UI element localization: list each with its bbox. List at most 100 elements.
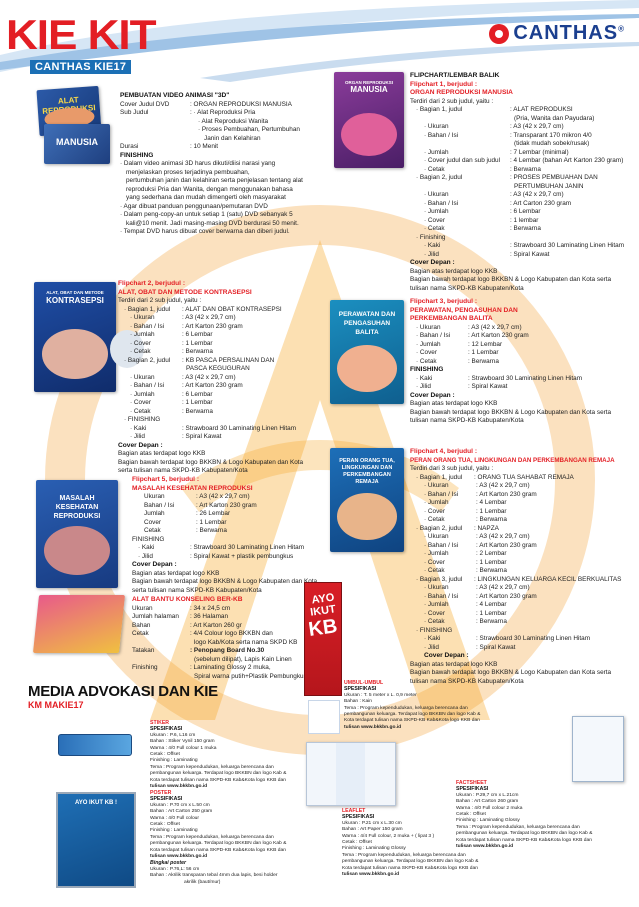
flipchart-5-cover-image: MASALAH KESEHATAN REPRODUKSI [36,480,118,588]
f4c-size-label: · Ukuran [424,584,449,591]
f4-part3-value: : LINGKUNGAN KELUARGA KECIL BERKUALITAS [474,575,622,583]
f4-part2-label: · Bagian 2, judul [416,524,463,532]
f4b-material-value: : Art Karton 230 gram [476,541,537,549]
f1b-material-value: : Art Carton 230 gram [510,199,572,207]
f3-size-label: · Ukuran [416,323,441,331]
f1-material-value-2: (tidak mudah sobek/rusak) [514,140,590,147]
dvd-fin-2: menjelaskan proses terjadinya pembuahan, [126,168,250,176]
dvd-sub-1: : · Alat Reproduksi Pria [190,109,256,116]
dvd-fin-3: pertumbuhan janin dan kelahiran serta pe… [126,177,303,184]
flipchart-2-heading: Flipchart 2, berjudul : [118,280,186,287]
board-finishing-value-2: Spiral warna putih+Plastik Pembungkus [194,672,307,680]
sticker-line-2: Bahan : Stiker Vynil 150 gram [150,739,215,745]
f4a-cover-value: : 1 Lembar [476,507,507,515]
f1-cover-value: : 4 Lembar (bahan Art Karton 230 gram) [510,157,624,164]
f4c-cover-value: : 1 Lembar [476,609,507,617]
board-material-value: : Art Karton 260 gr [190,621,242,629]
leaflet-heading: LEAFLET [342,808,366,814]
poster-frame-heading: Bingkai poster [150,860,187,867]
f5-size-value: : A3 (42 x 29,7 cm) [196,493,250,500]
f1-binding-value: : Spiral Kawat [510,250,550,258]
f4a-print-label: · Cetak [424,516,445,523]
f3-front-cover-heading: Cover Depan : [410,391,455,399]
umbul-spec: UMBUL-UMBUL SPESIFIKASI Ukuran : T. 5 me… [344,680,544,731]
sticker-line-5: Finishing : Laminating [150,758,198,764]
f4-front-cover-1: Bagian atas terdapat logo KKB [410,660,498,668]
flipchart-2-part1-label: · Bagian 1, judul [124,305,171,313]
umbul-line-5: Kota terdapat tulisan nama SKPD-KB Kab&K… [344,718,480,724]
f1-part2-value: : PROSES PEMBUAHAN DAN [510,174,598,181]
f2-stand-value: : Strawboard 30 Laminating Linen Hitam [182,424,297,432]
f1-part1-value: : ALAT REPRODUKSI [510,106,573,113]
f5-binding-label: · Jilid [138,552,153,560]
brand-text: CANTHAS [513,22,619,44]
f4b-count-label: · Jumlah [424,550,449,557]
f3-front-cover-3: tulisan nama SKPD-KB Kabupaten/Kota [410,417,524,424]
f2-size-label: · Ukuran [130,314,155,321]
board-size-value: : 34 x 24,5 cm [190,604,231,612]
umbul-spec-heading: SPESIFIKASI [344,686,377,693]
umbul-logo-image [308,700,340,734]
f3-front-cover-2: Bagian bawah terdapat logo BKKBN & Logo … [410,408,612,416]
f1-cover-label: · Cover judul dan sub judul [424,157,501,164]
factsheet-line-6: Tema : Program kependudukan, keluarga be… [456,824,580,830]
flipchart-1-heading: Flipchart 1, berjudul : [410,80,478,88]
flipchart-1-title: ORGAN REPRODUKSI MANUSIA [410,89,513,96]
f1b-count-value: : 6 Lembar [510,208,541,215]
board-size-label: Ukuran [132,604,153,612]
factsheet-heading: FACTSHEET [456,780,487,786]
factsheet-line-2: Bahan : Art Carton 260 gram [456,799,519,805]
f1b-material-label: · Bahan / Isi [424,199,459,207]
f5-cover-label: Cover [144,518,162,526]
factsheet-line-9: tulisan www.bkkbn.go.id [456,844,514,850]
brand-registered: ® [618,24,625,34]
f4c-cover-label: · Cover [424,609,445,617]
f5-binding-value: : Spiral Kawat + plastik pembungkus [190,552,294,560]
flipchart-4-title: PERAN ORANG TUA, LINGKUNGAN DAN PERKEMBA… [410,456,615,464]
f5-print-value: : Berwarna [196,527,227,534]
leaflet-line-3: Warna : 4/4 Full colour, 2 muka + ( lipa… [342,833,435,839]
f2-front-cover-heading: Cover Depan : [118,441,163,449]
dvd-cover-title-2: MANUSIA [56,137,98,147]
umbul-heading: UMBUL-UMBUL [344,680,384,686]
flipchart-4-cover-image: PERAN ORANG TUA, LINGKUNGAN DAN PERKEMBA… [330,448,404,552]
f5-front-cover-2: Bagian bawah terdapat logo BKKBN & Logo … [132,578,318,585]
umbul-line-3: Tema : Program kependudukan, keluarga be… [344,705,468,711]
f4-part1-value: : ORANG TUA SAHABAT REMAJA [474,473,574,481]
f5-stand-label: · Kaki [138,544,155,551]
f5-count-label: Jumlah [144,510,165,517]
dvd-fin-6: · Agar dibuat panduan penggunaan/pemutar… [120,202,268,210]
f4-part3-label: · Bagian 3, judul [416,575,463,583]
f4a-material-value: : Art Karton 230 gram [476,490,537,498]
f3-cover-label: · Cover [416,349,437,356]
f1-stand-label: · Kaki [424,242,441,249]
board-stand-value: : Penopang Board No.30 [190,647,265,654]
f4c-count-label: · Jumlah [424,601,449,608]
f2b-size-value: : A3 (42 x 29,7 cm) [182,373,236,381]
f1-binding-label: · Jilid [424,250,439,258]
f4a-size-label: · Ukuran [424,482,449,489]
f1-part2-value-2: PERTUMBUHAN JANIN [514,182,584,190]
f4b-cover-value: : 1 Lembar [476,558,507,566]
f2-print-label: · Cetak [130,348,151,355]
f3-count-label: · Jumlah [416,340,441,348]
board-print-label: Cetak [132,630,149,637]
f3-stand-value: : Strawboard 30 Laminating Linen Hitam [468,374,583,382]
dvd-duration-value: : 10 Menit [190,143,219,150]
f1-front-cover-3: tulisan nama SKPD-KB Kabupaten/Kota [410,284,524,292]
f4-front-cover-heading: Cover Depan : [424,652,469,659]
sticker-heading: STIKER [150,720,170,726]
flipchart-1-cover-image: ORGAN REPRODUKSI MANUSIA [334,72,404,168]
board-material-label: Bahan [132,621,151,629]
f1b-cover-value: : 1 lembar [510,216,539,224]
f1-count-label: · Jumlah [424,148,449,156]
f2b-size-label: · Ukuran [130,373,155,381]
f2-material-value: : Art Karton 230 gram [182,322,243,330]
umbul-line-4: pembangunan keluarga. Terdapat logo BKKB… [344,712,481,718]
board-pages-value: : 36 Halaman [190,613,229,620]
umbul-line-1: Ukuran : T. 5 meter x L. 0,9 meter [344,692,417,698]
board-pages-label: Jumlah halaman [132,613,179,620]
f4-front-cover-3: tulisan nama SKPD-KB Kabupaten/Kota [410,677,524,685]
f4b-print-label: · Cetak [424,567,445,574]
umbul-line-6: tulisan www.bkkbn.go.id [344,724,402,730]
